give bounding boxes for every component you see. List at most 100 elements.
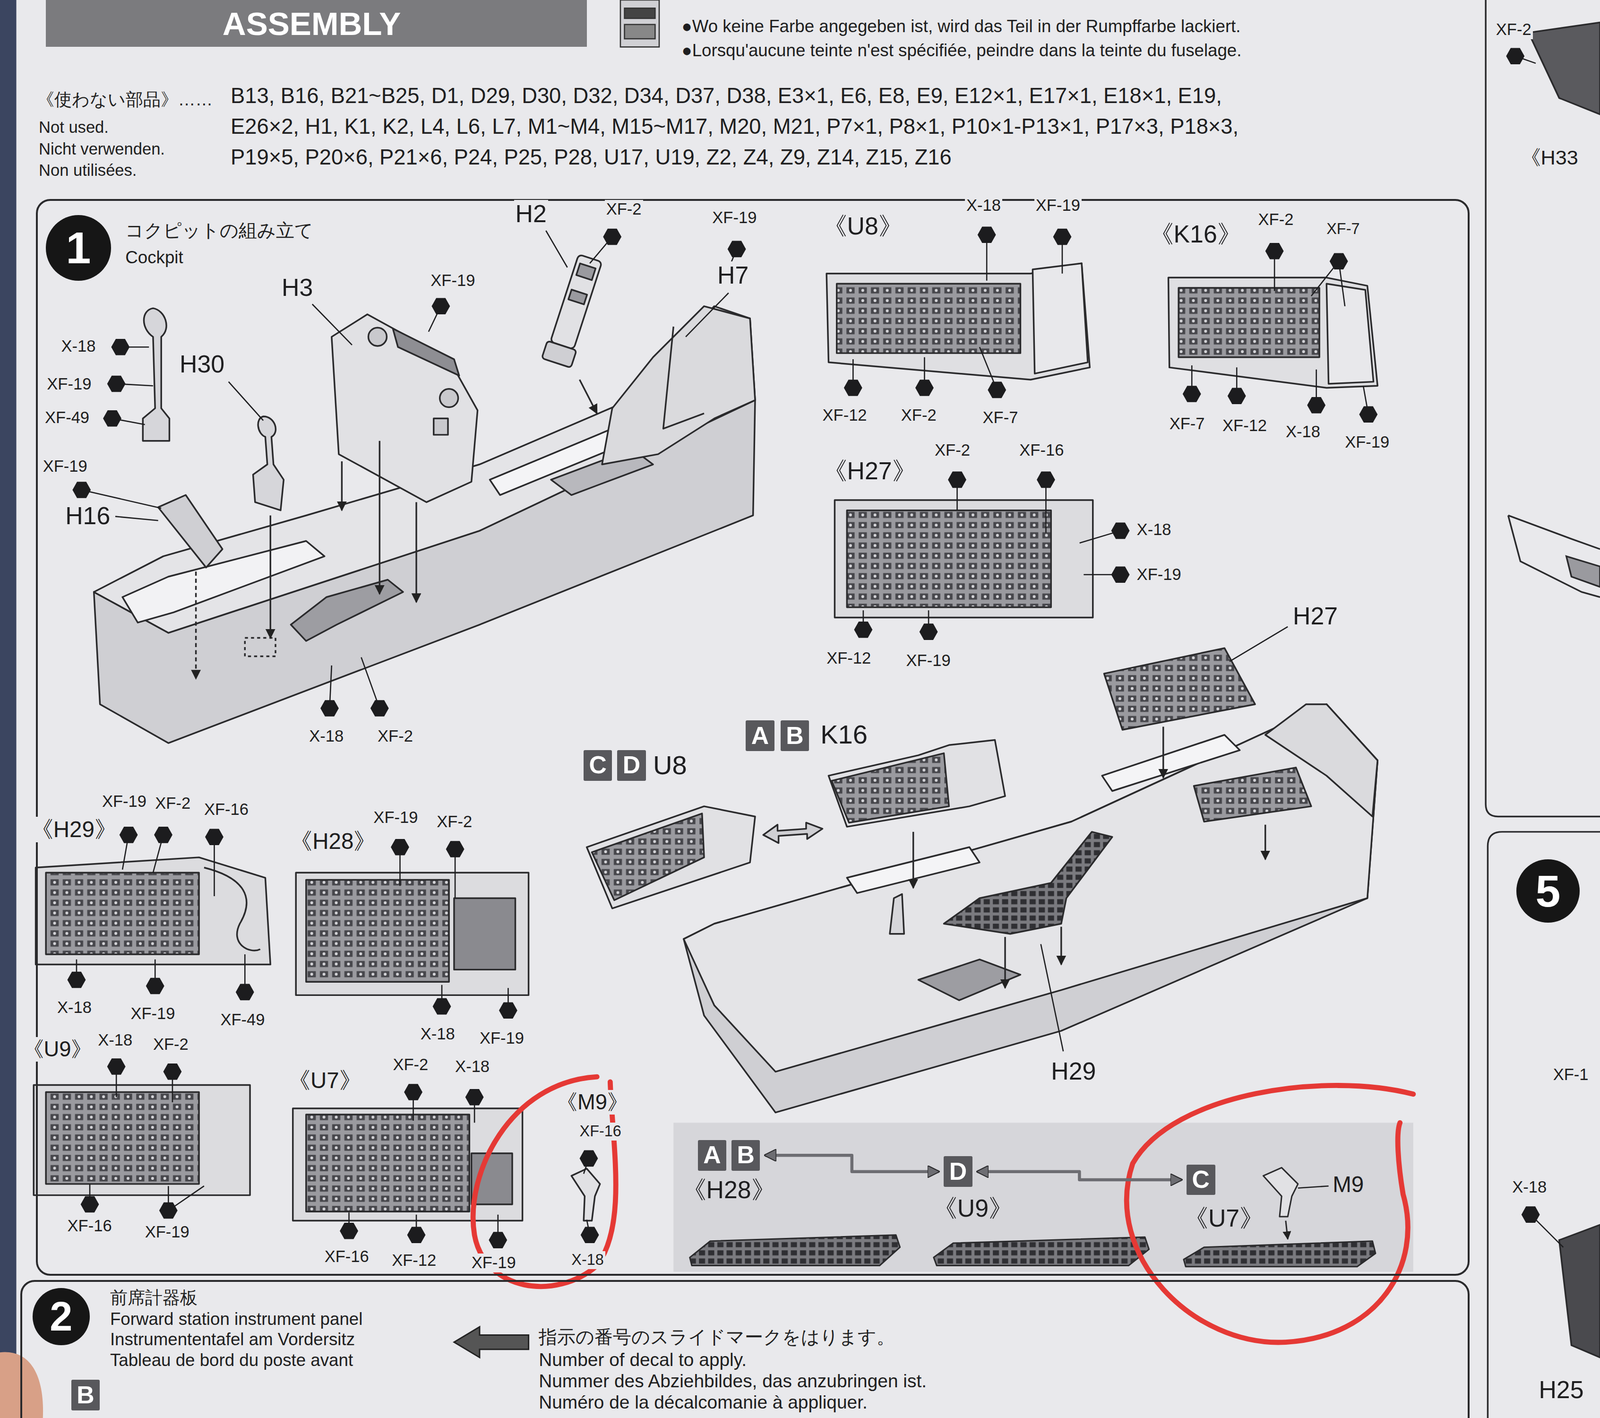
paint-code: XF-2 <box>933 440 972 460</box>
paint-code: XF-19 <box>371 808 420 827</box>
variant-letter: C <box>1192 1167 1210 1192</box>
panel-drawings <box>33 263 1378 1221</box>
variant-letter-box: D <box>617 749 646 781</box>
paint-code: XF-19 <box>45 374 93 394</box>
paint-code: X-18 <box>96 1030 134 1050</box>
paint-code: X-18 <box>569 1250 605 1269</box>
variant-letter-box: A <box>745 720 775 751</box>
part-number: 《M9》 <box>554 1089 630 1115</box>
paint-marker <box>67 47 1540 1248</box>
paint-code: X-18 <box>1510 1177 1549 1197</box>
paint-code: XF-16 <box>66 1216 114 1236</box>
paint-code: XF-16 <box>323 1247 371 1266</box>
leader-lines <box>76 56 1564 1248</box>
step-number: 2 <box>49 1295 73 1337</box>
step-number: 1 <box>66 225 92 271</box>
note-text: Non utilisées. <box>37 161 138 181</box>
header-band: ASSEMBLY <box>45 0 587 47</box>
part-number: B13, B16, B21~B25, D1, D29, D30, D32, D3… <box>229 83 1224 109</box>
variant-strip <box>673 1122 1414 1272</box>
paint-code: XF-2 <box>151 1034 190 1054</box>
note-text: 指示の番号のスライドマークをはります。 <box>537 1326 897 1348</box>
part-number: 《H27》 <box>821 456 919 486</box>
variant-letter: D <box>622 752 641 778</box>
step-title: Instrumententafel am Vordersitz <box>110 1329 355 1350</box>
variant-letter: B <box>737 1142 755 1168</box>
variant-letter-box: B <box>780 720 809 751</box>
note-text: ●Wo keine Farbe angegeben ist, wird das … <box>680 16 1243 37</box>
paint-code: XF-19 <box>710 208 758 228</box>
paint-code: XF-16 <box>1017 440 1066 460</box>
note-text: ●Lorsqu'aucune teinte n'est spécifiée, p… <box>680 40 1244 61</box>
paint-code: XF-12 <box>825 648 873 668</box>
paint-code: XF-2 <box>391 1055 430 1075</box>
variant-letter-box: B <box>71 1379 100 1411</box>
paint-code: X-18 <box>60 336 98 356</box>
variant-letter: A <box>703 1142 721 1168</box>
paint-code: XF-19 <box>904 651 953 671</box>
part-number: H30 <box>178 350 226 379</box>
part-number: 《U7》 <box>1182 1204 1266 1233</box>
paint-code: XF-49 <box>218 1010 267 1030</box>
paint-code: XF-19 <box>1135 565 1183 585</box>
part-number: 《H33 <box>1519 146 1580 170</box>
paint-code: XF-19 <box>100 791 148 811</box>
variant-letter-box: C <box>583 749 612 781</box>
note-text: Not used. <box>37 118 111 138</box>
paint-code: X-18 <box>307 726 345 746</box>
paint-code: XF-19 <box>1343 432 1391 452</box>
paint-code: XF-12 <box>1221 416 1269 436</box>
page-edge <box>0 0 17 1418</box>
step-number-circle: 1 <box>45 215 112 281</box>
part-number: M9 <box>1331 1171 1366 1198</box>
cockpit-parts-drawing <box>94 253 756 743</box>
variant-letter: A <box>751 723 769 749</box>
part-number: H3 <box>280 273 315 302</box>
step-number-circle: 2 <box>32 1287 90 1345</box>
step-title: Cockpit <box>125 247 183 268</box>
paint-code: X-18 <box>419 1024 457 1044</box>
step-title: 前席計器板 <box>110 1287 198 1308</box>
paint-code: X-18 <box>453 1057 491 1076</box>
part-number: K16 <box>818 719 869 750</box>
paint-code: X-18 <box>55 997 94 1017</box>
paint-code: XF-16 <box>202 800 250 819</box>
variant-letter: B <box>76 1382 95 1408</box>
step-number-circle: 5 <box>1516 859 1580 923</box>
note-text: Numéro de la décalcomanie à appliquer. <box>537 1391 869 1413</box>
part-number: H25 <box>1537 1375 1585 1404</box>
step-title: Tableau de bord du poste avant <box>110 1350 353 1370</box>
section-heading: ASSEMBLY <box>222 5 402 43</box>
part-number: 《U8》 <box>821 212 905 241</box>
step-frame: コクピットの組み立てCockpit1ABCDABDC <box>35 198 1470 1276</box>
paint-code: XF-2 <box>1256 210 1296 230</box>
variant-letter-box: D <box>943 1155 973 1187</box>
paint-code: X-18 <box>964 196 1003 216</box>
variant-letter-box: B <box>731 1139 760 1171</box>
part-number: 《U7》 <box>286 1067 364 1094</box>
part-number: H16 <box>63 501 112 531</box>
part-number: P19×5, P20×6, P21×6, P24, P25, P28, U17,… <box>229 145 954 170</box>
paint-code: X-18 <box>1135 520 1173 540</box>
paint-code: XF-2 <box>376 726 415 746</box>
step-title: Forward station instrument panel <box>110 1308 363 1329</box>
variant-letter: B <box>785 723 804 749</box>
part-number: E26×2, H1, K1, K2, L4, L6, L7, M1~M4, M1… <box>229 114 1240 139</box>
paint-code: XF-7 <box>1168 414 1207 434</box>
part-number: 《H29》 <box>29 816 119 843</box>
part-number: H29 <box>1049 1057 1098 1086</box>
paint-code: XF-19 <box>478 1028 526 1048</box>
paint-can-icon <box>620 0 660 47</box>
note-text: Nicht verwenden. <box>37 139 167 159</box>
paint-code: X-18 <box>1284 422 1322 442</box>
paint-code: XF-16 <box>578 1122 623 1140</box>
paint-code: XF-1 <box>1551 1065 1591 1084</box>
paint-code: XF-19 <box>41 456 89 476</box>
paint-code: XF-12 <box>390 1250 438 1270</box>
step-two-icon <box>454 1326 529 1358</box>
paint-code: XF-2 <box>435 812 474 832</box>
part-number: H2 <box>514 199 549 229</box>
